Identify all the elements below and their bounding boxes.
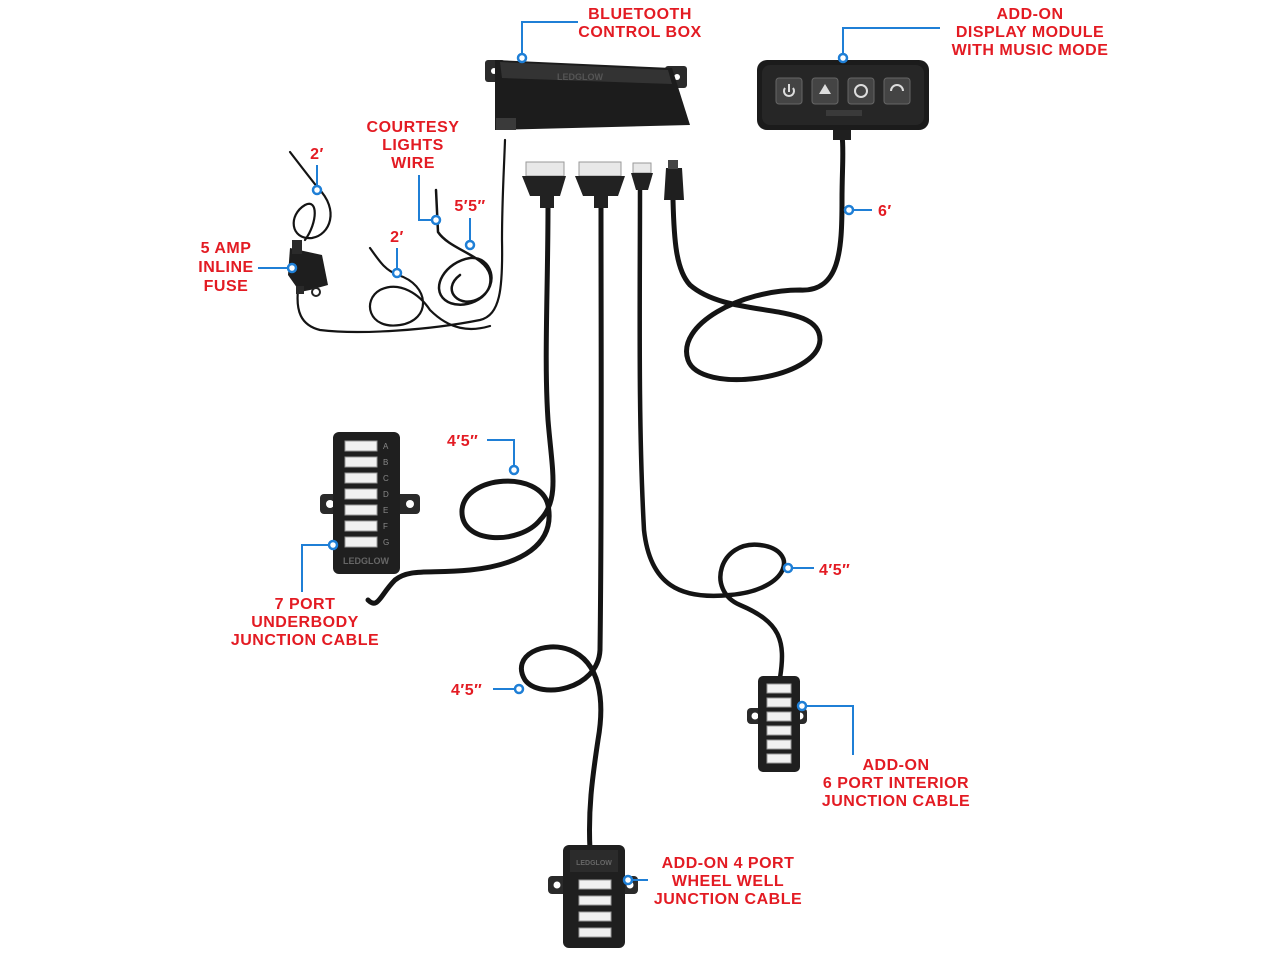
port-letter: D	[383, 490, 389, 499]
junction-brand: LEDGLOW	[343, 556, 389, 566]
wheel-label-2: WHEEL WELL	[672, 873, 784, 890]
inline-fuse	[288, 240, 328, 297]
interior-cable	[637, 182, 787, 681]
port-letter: F	[383, 522, 388, 531]
bt-label-1: BLUETOOTH	[588, 6, 692, 23]
wheel-junction-brand: LEDGLOW	[576, 860, 612, 867]
port-letter: G	[383, 538, 389, 547]
red-power-wire	[288, 138, 507, 334]
port-letter: B	[383, 458, 388, 467]
courtesy-label-2: LIGHTS	[382, 137, 444, 154]
interior-label-2: 6 PORT INTERIOR	[823, 775, 969, 792]
port-letter: A	[383, 442, 389, 451]
fuse-label-1: 5 AMP	[201, 240, 252, 257]
underbody-cable	[365, 202, 556, 606]
wheel-well-cable	[519, 202, 604, 853]
wheel-label-3: JUNCTION CABLE	[654, 891, 802, 908]
underbody-junction-box: A B C D E F G LEDGLOW	[320, 432, 420, 574]
white-wire-length: 5′5″	[454, 198, 485, 215]
underbody-label-2: UNDERBODY	[251, 614, 359, 631]
display-module	[757, 60, 929, 140]
courtesy-label-1: COURTESY	[367, 119, 460, 136]
wheel-cable-length: 4′5″	[451, 682, 482, 699]
control-box-brand: LEDGLOW	[557, 72, 603, 82]
underbody-cable-length: 4′5″	[447, 433, 478, 450]
display-cable	[670, 132, 846, 383]
display-label-3: WITH MUSIC MODE	[952, 42, 1109, 59]
cycle-icon[interactable]	[883, 77, 911, 105]
underbody-label-3: JUNCTION CABLE	[231, 632, 379, 649]
display-label-2: DISPLAY MODULE	[956, 24, 1104, 41]
bluetooth-control-box: LEDGLOW	[485, 60, 690, 130]
port-letter: E	[383, 506, 388, 515]
black-wire-length: 2′	[390, 229, 404, 246]
interior-label-1: ADD-ON	[863, 757, 930, 774]
courtesy-label-3: WIRE	[391, 155, 435, 172]
underbody-label-1: 7 PORT	[275, 596, 336, 613]
interior-junction-box	[747, 676, 807, 772]
wheel-well-junction-box: LEDGLOW	[548, 845, 638, 948]
fan-icon[interactable]	[847, 77, 875, 105]
fuse-label-2: INLINE	[198, 259, 253, 276]
connector-plugs	[522, 160, 684, 208]
fuse-label-3: FUSE	[204, 278, 249, 295]
display-cable-length: 6′	[878, 203, 892, 220]
black-ground-wire	[368, 246, 492, 331]
leader-lines	[258, 21, 940, 886]
red-wire-length: 2′	[310, 146, 324, 163]
bt-label-2: CONTROL BOX	[578, 24, 701, 41]
callout-labels: BLUETOOTH CONTROL BOX ADD-ON DISPLAY MOD…	[198, 6, 1108, 908]
display-label-1: ADD-ON	[997, 6, 1064, 23]
port-letter: C	[383, 474, 389, 483]
white-courtesy-wire	[434, 188, 493, 306]
interior-cable-length: 4′5″	[819, 562, 850, 579]
wheel-label-1: ADD-ON 4 PORT	[662, 855, 795, 872]
interior-label-3: JUNCTION CABLE	[822, 793, 970, 810]
